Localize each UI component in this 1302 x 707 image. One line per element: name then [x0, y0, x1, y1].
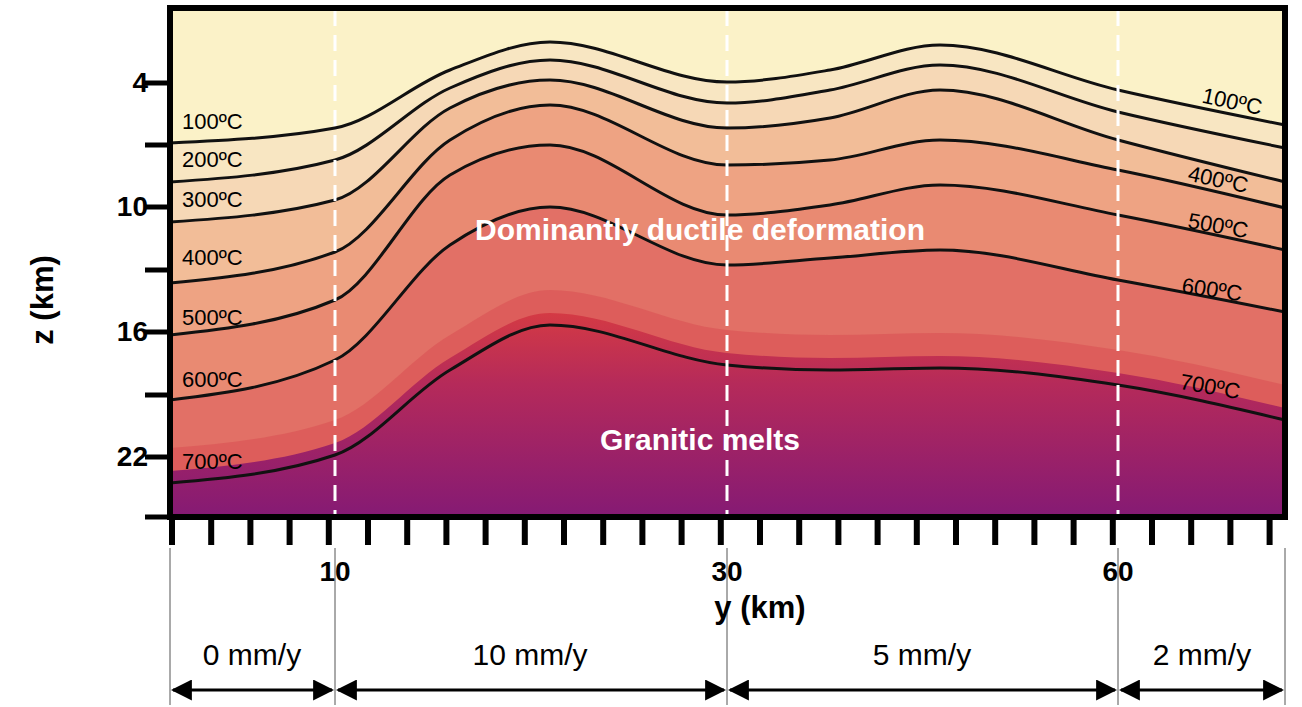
axis-tick	[1227, 517, 1233, 545]
axis-tick	[1188, 517, 1194, 545]
axis-tick-label: 10	[319, 558, 350, 586]
axis-tick	[992, 517, 998, 545]
axis-tick-label: 16	[117, 318, 148, 346]
isotherm-label: 500ºC	[182, 307, 243, 329]
isotherm-label: 600ºC	[182, 369, 243, 391]
axis-tick	[145, 330, 170, 335]
axis-tick	[835, 517, 841, 545]
axis-tick	[443, 517, 449, 545]
plot-frame	[170, 8, 1285, 517]
axis-tick-label: 10	[117, 193, 148, 221]
axis-tick	[404, 517, 410, 545]
zone-boundary	[334, 10, 337, 515]
axis-tick	[914, 517, 920, 545]
axis-tick	[145, 515, 170, 520]
isotherm-label: 400ºC	[182, 247, 243, 269]
isotherm-label: 200ºC	[182, 149, 243, 171]
isotherm-label: 300ºC	[182, 189, 243, 211]
axis-tick-label: 30	[711, 558, 742, 586]
region-label: Dominantly ductile deformation	[475, 215, 925, 245]
axis-tick	[208, 517, 214, 545]
axis-tick	[145, 455, 170, 460]
isotherm-label: 700ºC	[182, 451, 243, 473]
axis-tick	[679, 517, 685, 545]
axis-tick	[1031, 517, 1037, 545]
axis-tick	[287, 517, 293, 545]
axis-tick	[561, 517, 567, 545]
zone-boundary	[1117, 10, 1120, 515]
axis-tick	[639, 517, 645, 545]
axis-title: y (km)	[714, 592, 805, 623]
axis-tick	[600, 517, 606, 545]
region-label: Granitic melts	[600, 425, 800, 455]
zone-span-arrow	[1121, 689, 1282, 692]
axis-tick	[247, 517, 253, 545]
axis-tick	[145, 81, 170, 86]
axis-tick-label: 22	[117, 443, 148, 471]
axis-tick	[169, 517, 175, 545]
axis-title: z (km)	[27, 255, 58, 345]
axis-tick	[145, 393, 170, 398]
axis-tick	[1071, 517, 1077, 545]
axis-tick	[718, 517, 724, 545]
zone-span-arrow	[173, 689, 332, 692]
axis-tick	[1110, 517, 1116, 545]
axis-tick	[522, 517, 528, 545]
rate-label: 2 mm/y	[1153, 640, 1251, 670]
zone-divider	[1285, 548, 1286, 705]
zone-divider	[170, 548, 171, 705]
axis-tick	[326, 517, 332, 545]
axis-tick	[1149, 517, 1155, 545]
axis-tick	[796, 517, 802, 545]
rate-label: 10 mm/y	[472, 640, 587, 670]
axis-tick	[875, 517, 881, 545]
axis-tick	[483, 517, 489, 545]
axis-tick	[365, 517, 371, 545]
rate-label: 0 mm/y	[203, 640, 301, 670]
axis-tick	[145, 205, 170, 210]
isotherm-label: 100ºC	[182, 111, 243, 133]
axis-tick	[757, 517, 763, 545]
axis-tick	[953, 517, 959, 545]
axis-tick-label: 4	[132, 69, 148, 97]
rate-label: 5 mm/y	[873, 640, 971, 670]
axis-tick	[145, 268, 170, 273]
zone-span-arrow	[338, 689, 724, 692]
axis-tick-label: 60	[1102, 558, 1133, 586]
zone-span-arrow	[730, 689, 1115, 692]
axis-tick	[145, 143, 170, 148]
axis-tick	[1267, 517, 1273, 545]
